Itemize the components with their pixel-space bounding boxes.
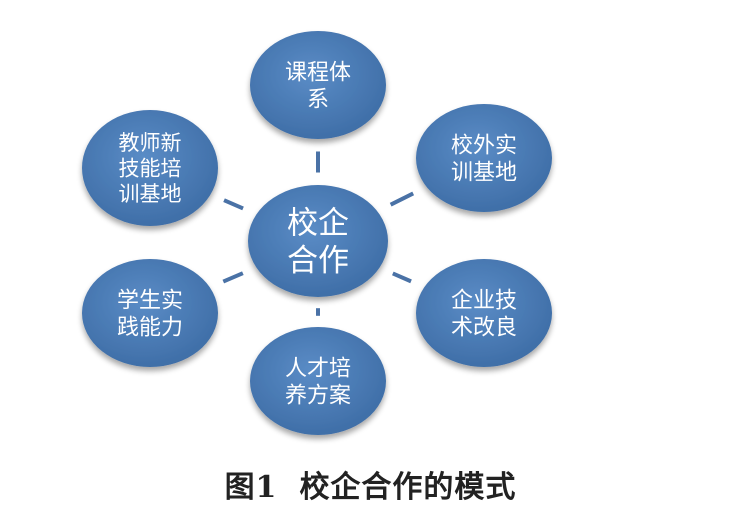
node-label-teacher-training-line-3: 训基地 — [119, 182, 182, 206]
connector-teacher-training — [223, 198, 244, 211]
node-label-off-campus-base-line-1: 校外实 — [451, 134, 517, 159]
node-label-teacher-training-line-2: 技能培 — [119, 157, 182, 181]
connectors-group — [222, 151, 415, 316]
node-ellipse-teacher-training — [82, 110, 218, 226]
node-label-talent-plan-line-2: 养方案 — [285, 383, 351, 408]
node-ellipse-course-system — [250, 31, 386, 139]
node-ellipse-talent-plan — [250, 327, 386, 435]
connector-student-practice — [222, 271, 244, 284]
node-label-student-practice-line-2: 践能力 — [117, 315, 183, 340]
node-label-course-system-line-2: 系 — [307, 87, 329, 112]
connector-enterprise-tech — [392, 271, 412, 284]
node-label-enterprise-tech-line-2: 术改良 — [451, 315, 517, 340]
node-ellipse-student-practice — [82, 259, 218, 367]
figure-caption: 图1 校企合作的模式 — [0, 462, 741, 506]
center-ellipse — [248, 185, 388, 297]
figure-title: 校企合作的模式 — [299, 470, 517, 505]
node-label-off-campus-base-line-2: 训基地 — [451, 160, 517, 185]
node-label-course-system-line-1: 课程体 — [285, 61, 351, 86]
center-label-line-2: 合作 — [287, 243, 349, 279]
node-label-enterprise-tech-line-1: 企业技 — [451, 289, 517, 314]
node-label-talent-plan-line-1: 人才培 — [285, 357, 351, 382]
figure-number: 图1 — [224, 470, 278, 505]
node-ellipse-off-campus-base — [416, 104, 552, 212]
connector-off-campus-base — [389, 191, 415, 207]
node-label-student-practice-line-1: 学生实 — [117, 289, 183, 314]
node-label-teacher-training-line-1: 教师新 — [119, 131, 182, 155]
center-node: 校企合作 — [248, 185, 388, 297]
node-ellipse-enterprise-tech — [416, 259, 552, 367]
center-label-line-1: 校企 — [287, 205, 349, 241]
